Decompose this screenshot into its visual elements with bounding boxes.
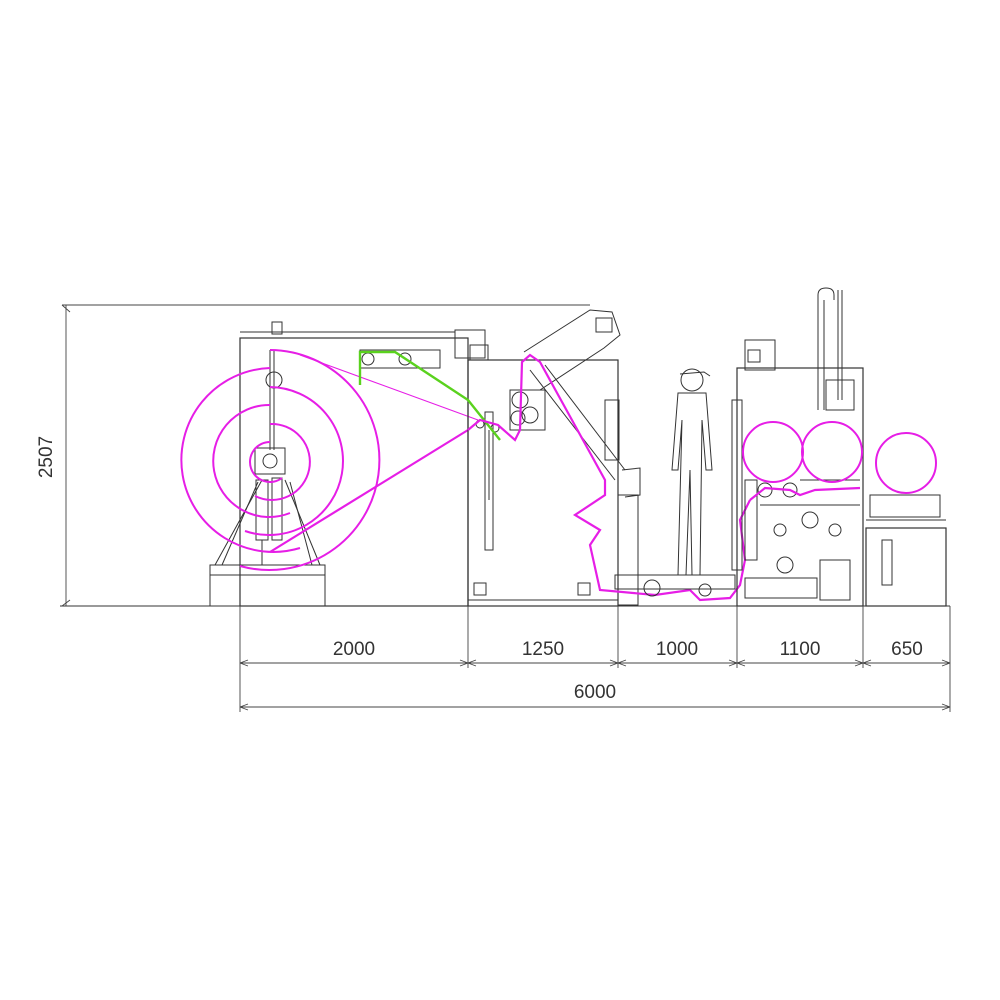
rewinder-section [731,287,864,607]
segment-label-5: 650 [891,639,923,660]
web-path [467,353,751,602]
segment-label-4: 1100 [780,639,821,660]
total-label: 6000 [574,682,616,703]
operator-figure [614,368,736,597]
segment-dimensions: 2000 1250 1000 1100 650 [239,639,951,667]
splice-leader-path [358,350,501,441]
dimension-extension-lines [239,606,951,712]
unwind-reel [180,349,381,571]
total-dimension: 6000 [239,682,951,711]
unwind-stand [209,321,469,607]
height-label: 2507 [36,436,57,478]
height-dimension: 2507 [36,304,590,607]
segment-label-1: 2000 [333,639,375,660]
splicer-section [359,309,641,607]
segment-label-3: 1000 [656,639,698,660]
segment-label-2: 1250 [522,639,564,660]
exit-table [865,432,947,607]
